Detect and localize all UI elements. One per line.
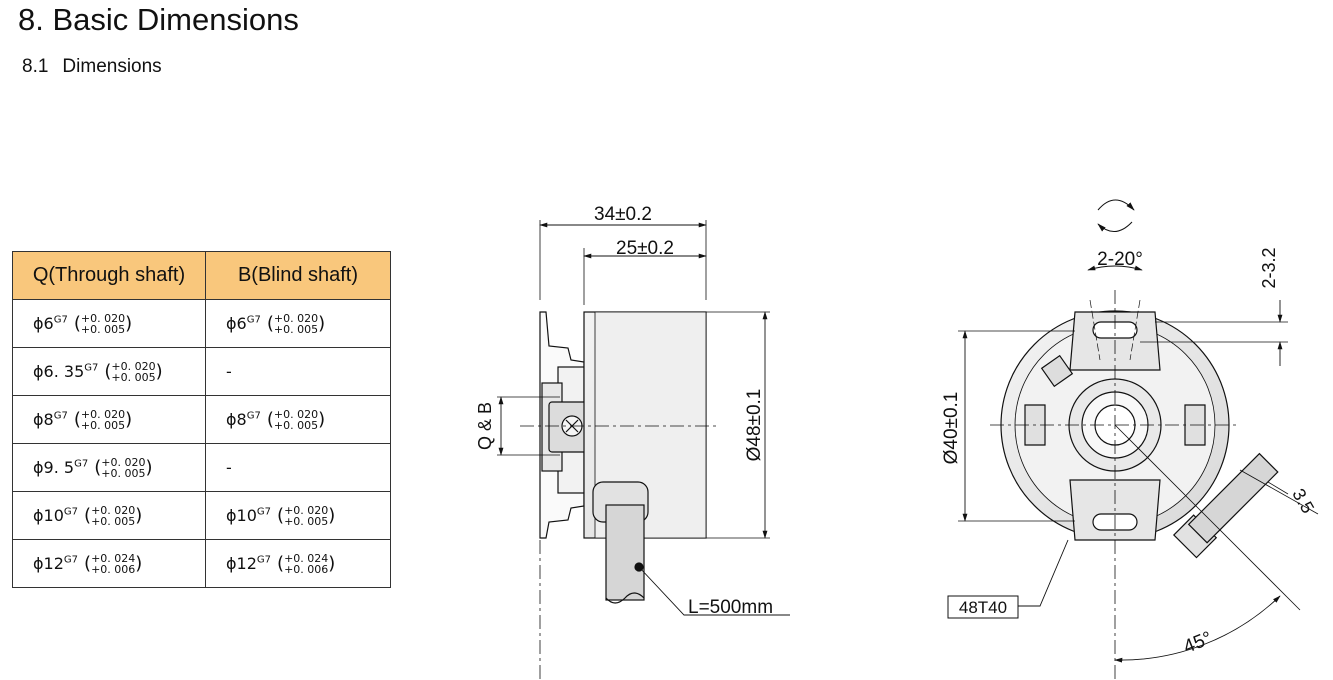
- side-view: [497, 220, 790, 680]
- table-row: ϕ6G7(+0. 020+0. 005)ϕ6G7(+0. 020+0. 005): [12, 299, 391, 348]
- subtitle-text: Dimensions: [62, 56, 162, 77]
- dim-body-length: 25±0.2: [616, 238, 674, 259]
- dim-angle-range: 2-20°: [1097, 249, 1143, 270]
- through-shaft-cell: ϕ6. 35G7(+0. 020+0. 005): [12, 347, 206, 396]
- table-row: ϕ6. 35G7(+0. 020+0. 005)-: [12, 347, 391, 396]
- dim-slot: 2-3.2: [1259, 247, 1279, 288]
- dim-overall-length: 34±0.2: [594, 204, 652, 225]
- blind-shaft-cell: ϕ6G7(+0. 020+0. 005): [205, 299, 391, 348]
- dim-cable-offset: 3.5: [1288, 485, 1318, 517]
- label-cable-length: L=500mm: [688, 597, 773, 618]
- table-body: ϕ6G7(+0. 020+0. 005)ϕ6G7(+0. 020+0. 005)…: [12, 299, 391, 588]
- table-row: ϕ12G7(+0. 024+0. 006)ϕ12G7(+0. 024+0. 00…: [12, 539, 391, 588]
- dim-side-diameter: Ø48±0.1: [744, 389, 765, 462]
- part-number-label: 48T40: [959, 598, 1007, 617]
- through-shaft-cell: ϕ12G7(+0. 024+0. 006): [12, 539, 206, 588]
- header-blind-shaft: B(Blind shaft): [205, 251, 391, 300]
- blind-shaft-cell: ϕ12G7(+0. 024+0. 006): [205, 539, 391, 588]
- front-view: [947, 199, 1319, 680]
- blind-shaft-cell: -: [205, 443, 391, 492]
- dim-front-diameter: Ø40±0.1: [941, 392, 962, 465]
- table-row: ϕ9. 5G7(+0. 020+0. 005)-: [12, 443, 391, 492]
- blind-shaft-cell: ϕ10G7(+0. 020+0. 005): [205, 491, 391, 540]
- dim-cable-angle: 45°: [1181, 628, 1216, 658]
- through-shaft-cell: ϕ8G7(+0. 020+0. 005): [12, 395, 206, 444]
- through-shaft-cell: ϕ10G7(+0. 020+0. 005): [12, 491, 206, 540]
- through-shaft-cell: ϕ6G7(+0. 020+0. 005): [12, 299, 206, 348]
- table-row: ϕ8G7(+0. 020+0. 005)ϕ8G7(+0. 020+0. 005): [12, 395, 391, 444]
- section-subtitle: 8.1 Dimensions: [22, 56, 176, 78]
- table-row: ϕ10G7(+0. 020+0. 005)ϕ10G7(+0. 020+0. 00…: [12, 491, 391, 540]
- subtitle-number: 8.1: [22, 56, 49, 77]
- page-title: 8. Basic Dimensions: [18, 2, 299, 37]
- shaft-dimensions-table: Q(Through shaft) B(Blind shaft) ϕ6G7(+0.…: [12, 251, 391, 588]
- label-shaft-type: Q & B: [475, 402, 495, 450]
